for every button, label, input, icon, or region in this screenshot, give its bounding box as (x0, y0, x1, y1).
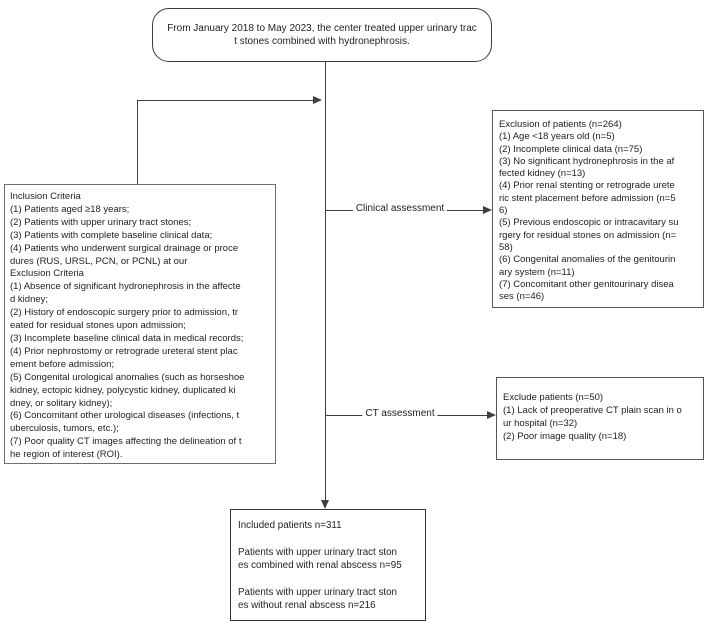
clinical-assessment-label: Clinical assessment (352, 203, 448, 214)
connector-criteria-vertical (136, 100, 138, 184)
included-patients-node: Included patients n=311 Patients with up… (230, 509, 426, 621)
start-node: From January 2018 to May 2023, the cente… (152, 8, 492, 62)
connector-criteria-horizontal (136, 99, 315, 101)
arrowhead-right-criteria-icon (313, 95, 322, 104)
ct-assessment-label: CT assessment (362, 408, 438, 419)
connector-main-vertical (324, 62, 326, 501)
ct-exclusion-node: Exclude patients (n=50) (1) Lack of preo… (496, 377, 704, 460)
arrowhead-right-clinical-icon (483, 205, 492, 214)
criteria-node: Inclusion Criteria (1) Patients aged ≥18… (4, 184, 276, 464)
arrowhead-right-ct-icon (487, 410, 496, 419)
clinical-exclusion-node: Exclusion of patients (n=264) (1) Age <1… (492, 110, 704, 308)
arrowhead-down-icon (320, 500, 329, 509)
